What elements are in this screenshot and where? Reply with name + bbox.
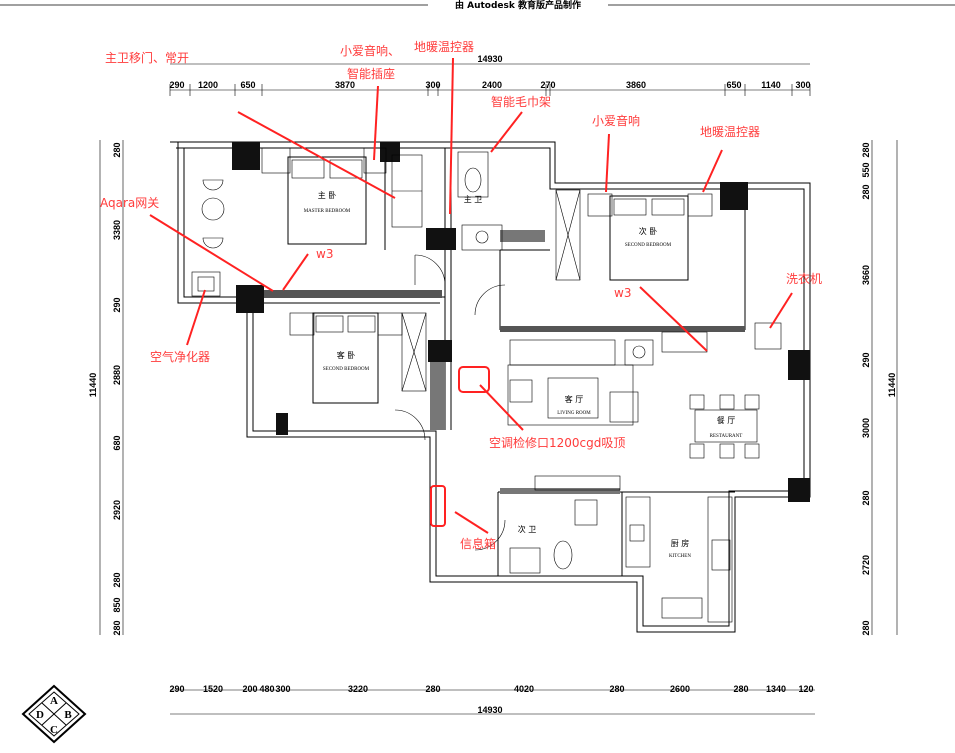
right-dim: 550 (861, 162, 871, 177)
right-dim: 3660 (861, 265, 871, 285)
top-dim: 270 (540, 80, 555, 90)
header-text: 由 Autodesk 教育版产品制作 (455, 0, 581, 11)
annotation-speaker-socket-2: 智能插座 (347, 66, 395, 81)
left-dim: 280 (112, 142, 122, 157)
right-dim: 290 (861, 352, 871, 367)
annotation-purifier: 空气净化器 (150, 349, 210, 364)
bottom-dim: 4020 (514, 684, 534, 694)
room-guest-en: SECOND BEDROOM (323, 367, 370, 372)
annotation-speaker: 小爱音响 (592, 113, 640, 128)
logo-letter-c: C (50, 724, 58, 736)
left-total-dim: 11440 (88, 373, 98, 398)
right-dim: 280 (861, 620, 871, 635)
bottom-dim: 1520 (203, 684, 223, 694)
bottom-dim: 2600 (670, 684, 690, 694)
left-dim: 2920 (112, 500, 122, 520)
top-dim: 650 (726, 80, 741, 90)
room-dining-en: RESTAURANT (710, 434, 743, 439)
room-second-en: SECOND BEDROOM (625, 243, 672, 248)
left-dim: 290 (112, 297, 122, 312)
right-dim: 3000 (861, 418, 871, 438)
right-dim: 280 (861, 142, 871, 157)
annotation-w3-right: w3 (614, 286, 631, 300)
right-dim: 280 (861, 490, 871, 505)
room-living-label: 客 厅 (565, 394, 584, 404)
right-dim: 280 (861, 184, 871, 199)
bottom-dim: 280 (733, 684, 748, 694)
top-dim: 300 (795, 80, 810, 90)
furniture (191, 147, 782, 623)
annotation-info-box: 信息箱 (460, 536, 496, 551)
room-master-label: 主 卧 (318, 190, 337, 200)
left-dim: 850 (112, 597, 122, 612)
room-guest-label: 客 卧 (337, 350, 356, 360)
annotation-speaker-socket: 小爱音响、 (340, 43, 400, 58)
top-dim: 650 (240, 80, 255, 90)
bottom-dim: 200 (242, 684, 257, 694)
room-master-bath-label: 主 卫 (464, 194, 483, 204)
bottom-dim: 300 (275, 684, 290, 694)
right-dim: 2720 (861, 555, 871, 575)
annotation-door: 主卫移门、常开 (105, 50, 189, 65)
top-dim: 1140 (761, 80, 781, 90)
bottom-dimensions: 290 1520 200 480 300 3220 280 4020 280 2… (169, 684, 815, 715)
right-total-dim: 11440 (887, 373, 897, 398)
left-dim: 2880 (112, 365, 122, 385)
left-dim: 680 (112, 435, 122, 450)
bottom-dim: 3220 (348, 684, 368, 694)
left-dim: 280 (112, 572, 122, 587)
annotation-towel-rack: 智能毛巾架 (491, 94, 551, 109)
bottom-total-dim: 14930 (477, 705, 502, 715)
room-master-en: MASTER BEDROOM (304, 209, 351, 214)
annotation-w3-left: w3 (316, 247, 333, 261)
left-dimensions: 11440 280 3380 290 2880 680 2920 280 850… (88, 140, 124, 636)
top-total-dim: 14930 (477, 54, 502, 64)
bottom-dim: 1340 (766, 684, 786, 694)
annotation-ac-vent: 空调检修口1200cgd吸顶 (489, 435, 625, 450)
bottom-dim: 290 (169, 684, 184, 694)
top-dimensions: 14930 290 1200 650 3870 300 2400 270 386… (169, 54, 811, 96)
logo-letter-b: B (64, 709, 72, 721)
right-dimensions: 11440 280 550 280 3660 290 3000 280 2720… (861, 140, 898, 636)
room-labels: 主 卧 MASTER BEDROOM 主 卫 次 卧 SECOND BEDROO… (304, 190, 743, 559)
top-dim: 1200 (198, 80, 218, 90)
abcd-logo: A B C D (21, 684, 87, 744)
top-dim: 2400 (482, 80, 502, 90)
top-dim: 3860 (626, 80, 646, 90)
room-dining-label: 餐 厅 (717, 416, 736, 425)
annotation-gateway: Aqara网关 (100, 196, 159, 210)
ac-vent-marker (458, 366, 490, 393)
top-dim: 290 (169, 80, 184, 90)
bottom-dim: 120 (798, 684, 813, 694)
annotations: 主卫移门、常开 小爱音响、 智能插座 地暖温控器 智能毛巾架 小爱音响 地暖温控… (100, 40, 822, 551)
top-dim: 3870 (335, 80, 355, 90)
bottom-dim: 280 (425, 684, 440, 694)
bottom-dim: 280 (609, 684, 624, 694)
room-second-label: 次 卧 (639, 226, 658, 236)
room-kitchen-en: KITCHEN (669, 554, 691, 559)
bottom-dim: 480 (259, 684, 274, 694)
left-dim: 280 (112, 620, 122, 635)
top-dim: 300 (425, 80, 440, 90)
info-box-marker (430, 485, 446, 527)
logo-letter-a: A (50, 695, 58, 707)
room-second-bath-label: 次 卫 (518, 524, 537, 534)
annotation-floor-heat-2: 地暖温控器 (700, 125, 760, 139)
walls (170, 141, 811, 633)
logo-letter-d: D (36, 709, 44, 721)
annotation-floor-heat: 地暖温控器 (414, 40, 474, 54)
room-kitchen-label: 厨 房 (671, 538, 690, 548)
room-living-en: LIVING ROOM (557, 411, 591, 416)
left-dim: 3380 (112, 220, 122, 240)
annotation-washer: 洗衣机 (786, 271, 822, 286)
